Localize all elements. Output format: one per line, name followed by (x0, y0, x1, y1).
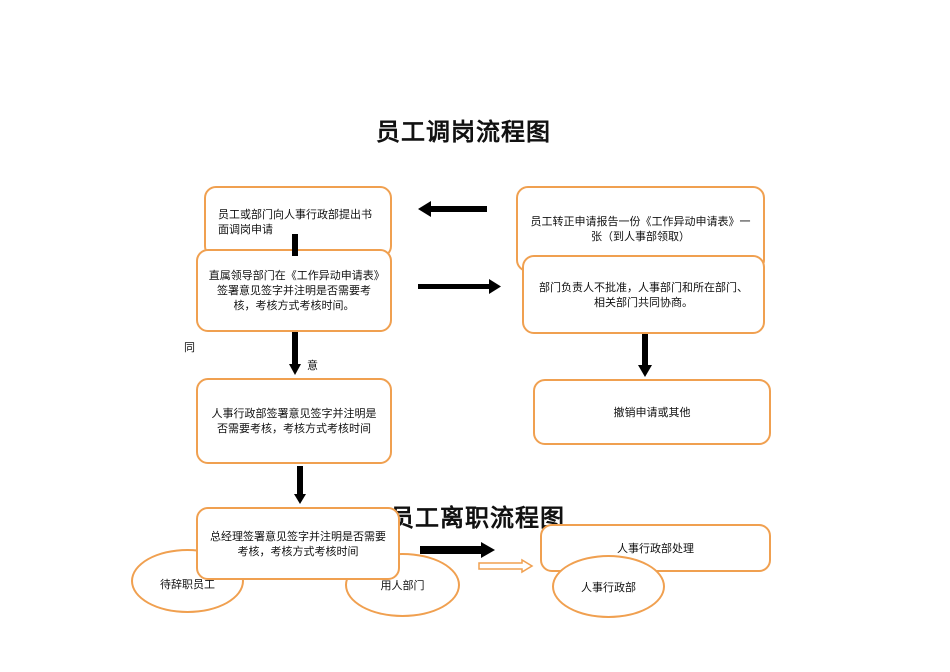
arrow-right-resign (420, 542, 495, 558)
ellipse-employing-dept: 用人部门 (345, 553, 460, 617)
ellipse-hr-admin-label: 人事行政部 (581, 580, 636, 594)
box-cancel-text: 撤销申请或其他 (613, 405, 691, 419)
ellipse-employing-dept-label: 用人部门 (380, 579, 425, 592)
box-hr-process-text: 人事行政部处理 (617, 541, 694, 555)
arrow-left-top (418, 201, 487, 217)
label-yi: 意 (307, 359, 318, 372)
transfer-flow-title: 员工调岗流程图 (376, 117, 551, 146)
box-apply: 员工或部门向人事行政部提出书面调岗申请 (204, 186, 392, 258)
box-gm-approve: 总经理签署意见签字并注明是否需要考核，考核方式考核时间 (196, 507, 400, 580)
box-apply-text: 员工或部门向人事行政部提出书面调岗申请 (218, 208, 372, 236)
box-cancel: 撤销申请或其他 (533, 379, 771, 445)
arrow-down-hr-gm (294, 466, 306, 504)
box-gm-approve-text: 总经理签署意见签字并注明是否需要考核，考核方式考核时间 (210, 529, 386, 558)
box-reject: 部门负责人不批准，人事部门和所在部门、相关部门共同协商。 (522, 255, 765, 334)
arrow-right-middle (418, 279, 501, 294)
connector-apply-leader (292, 234, 298, 256)
box-hr-approve-text: 人事行政部签署意见签字并注明是否需要考核，考核方式考核时间 (211, 407, 377, 435)
ellipse-pending-employee-label: 待辞职员工 (160, 578, 215, 591)
box-reject-text: 部门负责人不批准，人事部门和所在部门、相关部门共同协商。 (539, 280, 748, 309)
ellipse-hr-admin: 人事行政部 (552, 555, 665, 618)
box-hr-approve: 人事行政部签署意见签字并注明是否需要考核，考核方式考核时间 (196, 378, 392, 464)
arrow-down-reject-cancel (638, 334, 652, 377)
box-leader-approve-text: 直属领导部门在《工作异动申请表》签署意见签字并注明是否需要考核，考核方式考核时间… (208, 269, 380, 312)
arrow-down-leader-hr (289, 332, 301, 375)
label-tong: 同 (184, 341, 195, 354)
arrow-hollow-orange (478, 558, 534, 574)
box-report-text: 员工转正申请报告一份《工作异动申请表》一张（到人事部领取） (530, 215, 751, 243)
resign-flow-title: 员工离职流程图 (390, 503, 565, 532)
